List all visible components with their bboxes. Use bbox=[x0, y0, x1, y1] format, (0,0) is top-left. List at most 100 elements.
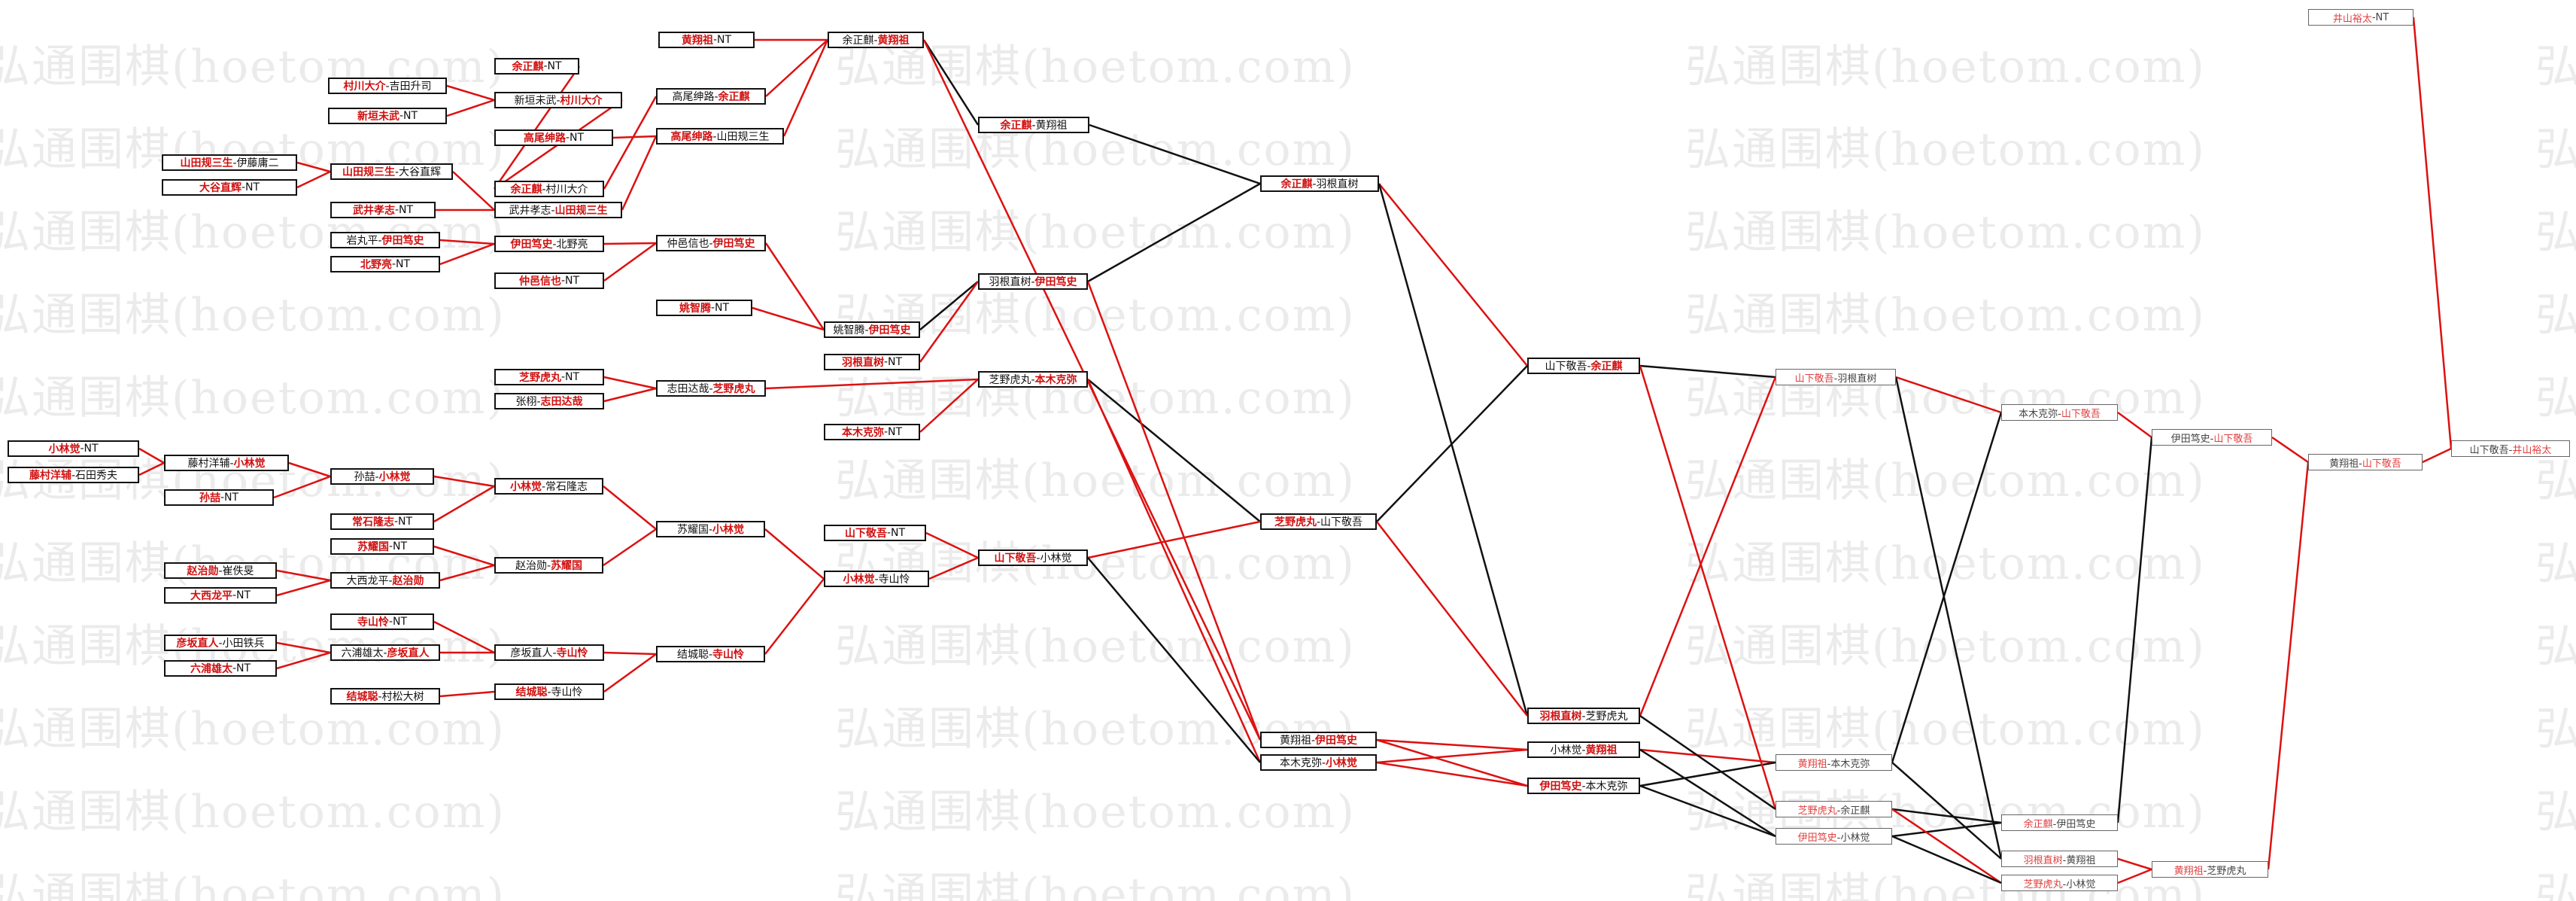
bracket-connector bbox=[276, 641, 331, 654]
match-box-k4: 芝野虎丸-小林觉 bbox=[2001, 875, 2118, 891]
opponent-name: 苏耀国- bbox=[676, 524, 713, 536]
opponent-name: -NT bbox=[394, 204, 414, 216]
match-box-h4: 本木克弥-小林觉 bbox=[1260, 754, 1377, 771]
bracket-connector bbox=[1894, 376, 2003, 860]
bracket-connector bbox=[1891, 821, 2002, 838]
winner-name: 黄翔祖 bbox=[1585, 744, 1618, 756]
winner-name: 伊田笃史 bbox=[1315, 735, 1358, 747]
bracket-connector bbox=[2422, 447, 2452, 464]
bracket-connector bbox=[1891, 808, 2002, 884]
opponent-name: 大西龙平- bbox=[346, 575, 393, 587]
bracket-connector bbox=[919, 281, 980, 363]
match-box-c5: 武井孝志-NT bbox=[330, 202, 436, 218]
match-box-c11: 大西龙平-赵治勋 bbox=[330, 572, 440, 589]
opponent-name: -黄翔祖 bbox=[2062, 854, 2096, 866]
winner-name: 寺山怜 bbox=[556, 647, 588, 659]
opponent-name: -NT bbox=[710, 302, 730, 314]
opponent-name: -NT bbox=[232, 589, 251, 601]
opponent-name: -山下敬吾 bbox=[1316, 516, 1363, 528]
match-box-g2: 羽根直树-伊田笃史 bbox=[978, 273, 1088, 290]
bracket-connector bbox=[1639, 761, 1776, 787]
bracket-connector bbox=[603, 528, 657, 567]
winner-name: 村川大介 bbox=[560, 95, 603, 107]
bracket-connector bbox=[765, 378, 979, 390]
opponent-name: -NT bbox=[883, 426, 903, 438]
opponent-name: -NT bbox=[883, 356, 903, 368]
bracket-connector bbox=[928, 556, 979, 580]
bracket-connector bbox=[1891, 762, 2002, 860]
bracket-connector bbox=[1891, 808, 2002, 824]
opponent-name: 本木克弥- bbox=[1279, 757, 1326, 769]
winner-name: 山下敬吾 bbox=[2362, 458, 2401, 470]
winner-name: 芝野虎丸 bbox=[712, 383, 755, 395]
opponent-name: -NT bbox=[388, 540, 408, 552]
opponent-name: 岩丸平- bbox=[346, 235, 382, 247]
winner-name: 六浦雄太 bbox=[190, 663, 232, 675]
winner-name: 羽根直树 bbox=[2023, 854, 2063, 866]
match-box-c12: 寺山怜-NT bbox=[330, 613, 434, 630]
match-box-f2: 姚智腾-伊田笃史 bbox=[824, 321, 920, 338]
opponent-name: -NT bbox=[399, 110, 418, 122]
bracket-connector bbox=[2117, 868, 2152, 884]
opponent-name: -NT bbox=[886, 527, 906, 539]
winner-name: 高尾绅路 bbox=[670, 131, 713, 143]
opponent-name: 本木克弥- bbox=[2019, 408, 2061, 420]
winner-name: 伊田笃史 bbox=[712, 238, 755, 250]
opponent-name: -本木克弥 bbox=[1827, 758, 1870, 770]
opponent-name: -常石隆志 bbox=[541, 481, 588, 493]
bracket-connector bbox=[296, 170, 331, 189]
bracket-connector bbox=[603, 653, 657, 693]
bracket-connector bbox=[446, 84, 495, 102]
match-box-h2: 芝野虎丸-山下敬吾 bbox=[1260, 513, 1377, 530]
opponent-name: 赵治勋- bbox=[515, 560, 551, 572]
bracket-connector bbox=[439, 564, 495, 582]
opponent-name: -小田铁兵 bbox=[218, 638, 265, 650]
opponent-name: -NT bbox=[232, 662, 251, 674]
bracket-connector bbox=[433, 475, 495, 488]
winner-name: 井山裕太 bbox=[2512, 444, 2552, 456]
bracket-connector bbox=[1376, 748, 1528, 764]
winner-name: 羽根直树 bbox=[1539, 711, 1582, 723]
match-box-j1: 山下敬吾-羽根直树 bbox=[1776, 369, 1896, 385]
match-box-a4: 大谷直辉-NT bbox=[162, 179, 297, 196]
opponent-name: -寺山怜 bbox=[547, 686, 583, 699]
winner-name: 小林觉 bbox=[509, 481, 542, 493]
opponent-name: -本木克弥 bbox=[1581, 781, 1628, 793]
match-box-e0: 黄翔祖-NT bbox=[658, 32, 755, 48]
opponent-name: -羽根直树 bbox=[1833, 373, 1877, 385]
opponent-name: -小林觉 bbox=[1036, 552, 1072, 565]
winner-name: 小林觉 bbox=[843, 574, 875, 586]
bracket-connector bbox=[2117, 857, 2152, 871]
match-box-c10: 苏耀国-NT bbox=[330, 538, 434, 555]
opponent-name: 羽根直树- bbox=[989, 276, 1035, 288]
winner-name: 余正麒 bbox=[510, 184, 542, 196]
opponent-name: 余正麒- bbox=[842, 35, 878, 47]
bracket-connector bbox=[2271, 436, 2309, 464]
match-box-c6: 岩丸平-伊田笃史 bbox=[330, 232, 440, 248]
winner-name: 余正麒 bbox=[512, 61, 544, 73]
winner-name: 小林觉 bbox=[1326, 757, 1358, 769]
opponent-name: 张栩- bbox=[515, 396, 541, 408]
bracket-connector bbox=[2116, 437, 2153, 823]
bracket-connector bbox=[276, 569, 331, 582]
opponent-name: -村川大介 bbox=[542, 184, 588, 196]
bracket-connector bbox=[1087, 182, 1261, 283]
bracket-connector bbox=[1895, 376, 2002, 414]
opponent-name: -NT bbox=[391, 258, 411, 270]
match-box-n1: 山下敬吾-井山裕太 bbox=[2451, 440, 2570, 457]
bracket-connector bbox=[603, 486, 657, 530]
opponent-name: 黄翔祖- bbox=[2329, 458, 2362, 470]
winner-name: 苏耀国 bbox=[357, 541, 389, 553]
bracket-connector bbox=[1087, 557, 1261, 763]
bracket-connector bbox=[1089, 123, 1261, 185]
bracket-connector bbox=[1891, 835, 2002, 884]
winner-name: 藤村洋辅 bbox=[29, 470, 71, 482]
match-box-c3: 高尾绅路-NT bbox=[494, 129, 613, 146]
match-box-m2: 井山裕太-NT bbox=[2308, 9, 2413, 26]
opponent-name: 姚智腾- bbox=[833, 324, 869, 336]
opponent-name: -NT bbox=[565, 132, 585, 144]
match-box-i4: 伊田笃史-本木克弥 bbox=[1527, 778, 1640, 794]
bracket-connector bbox=[919, 281, 979, 330]
match-box-e4: 姚智腾-NT bbox=[656, 300, 752, 316]
